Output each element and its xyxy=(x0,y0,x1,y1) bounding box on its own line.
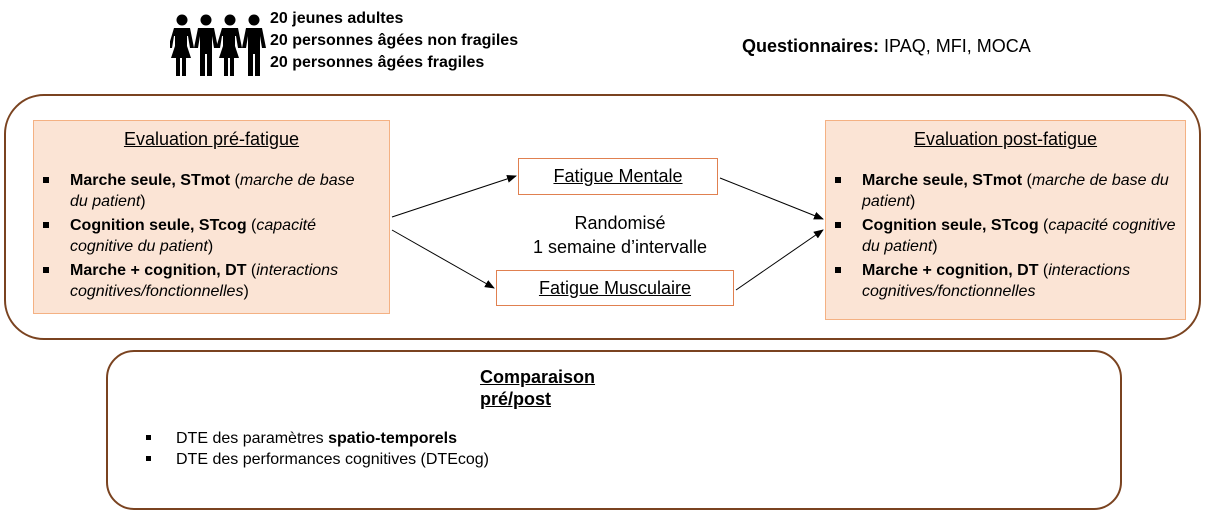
questionnaires-list: IPAQ, MFI, MOCA xyxy=(884,36,1031,56)
list-item: Marche seule, STmot (marche de base du p… xyxy=(34,170,389,212)
list-item: Cognition seule, STcog (capacité cogniti… xyxy=(34,215,389,257)
post-fatigue-evaluation: Evaluation post-fatigue Marche seule, ST… xyxy=(825,120,1186,320)
comparison-item-text: DTE des paramètres xyxy=(176,430,329,447)
group-non-frail-elderly: 20 personnes âgées non fragiles xyxy=(270,32,519,49)
list-item: Marche seule, STmot (marche de base du p… xyxy=(826,170,1185,212)
bullet-icon xyxy=(835,267,841,273)
bullet-icon xyxy=(146,456,151,461)
bullet-icon xyxy=(43,222,49,228)
item-paren: ( xyxy=(1022,172,1032,189)
muscular-fatigue-box: Fatigue Musculaire xyxy=(496,270,734,306)
item-paren: ( xyxy=(246,262,257,279)
item-bold: Cognition seule, STcog xyxy=(70,217,247,234)
item-paren-close: ) xyxy=(243,283,249,300)
arrow-pre-to-muscular xyxy=(391,229,495,289)
pre-fatigue-title: Evaluation pré-fatigue xyxy=(123,129,300,149)
item-bold: Cognition seule, STcog xyxy=(862,217,1039,234)
group-frail-elderly: 20 personnes âgées fragiles xyxy=(270,54,485,71)
post-fatigue-list: Marche seule, STmot (marche de base du p… xyxy=(826,170,1185,302)
arrow-mental-to-post xyxy=(719,177,824,220)
item-italic: capacité cognitive du patient xyxy=(862,217,1176,255)
arrow-muscular-to-post xyxy=(735,229,824,291)
randomization-line1: Randomisé xyxy=(574,213,666,233)
comparison-item-bold: spatio-temporels xyxy=(328,430,457,447)
item-bold: Marche + cognition, DT xyxy=(862,262,1039,279)
item-italic: interactions cognitives/fonctionnelles xyxy=(70,262,339,300)
comparison-title-line2: pré/post xyxy=(480,389,552,409)
item-paren: ( xyxy=(230,172,240,189)
item-italic: interactions cognitives/fonctionnelles xyxy=(862,262,1131,300)
protocol-frame xyxy=(4,94,1201,340)
bullet-icon xyxy=(146,435,151,440)
comparison-title: Comparaison pré/post xyxy=(480,366,700,410)
randomization-note: Randomisé 1 semaine d’intervalle xyxy=(470,211,770,259)
people-group-icon xyxy=(170,14,266,76)
flow-arrows xyxy=(391,175,824,291)
item-italic: marche de base du patient xyxy=(70,172,355,210)
comparison-title-line1: Comparaison xyxy=(480,367,596,387)
post-fatigue-title: Evaluation post-fatigue xyxy=(913,129,1098,149)
item-paren-close: ) xyxy=(910,193,916,210)
item-paren-close: ) xyxy=(207,238,214,255)
item-paren: ( xyxy=(1038,217,1049,234)
group-young-adults: 20 jeunes adultes xyxy=(270,10,404,27)
item-paren: ( xyxy=(246,217,257,234)
item-bold: Marche seule, STmot xyxy=(70,172,231,189)
arrow-pre-to-mental xyxy=(391,175,517,218)
pre-fatigue-evaluation: Evaluation pré-fatigue Marche seule, STm… xyxy=(33,120,390,314)
comparison-list: DTE des paramètres spatio-temporels DTE … xyxy=(140,428,489,470)
item-bold: Marche + cognition, DT xyxy=(70,262,247,279)
bullet-icon xyxy=(835,222,841,228)
bullet-icon xyxy=(43,177,49,183)
item-italic: capacité cognitive du patient xyxy=(70,217,316,255)
item-paren-close: ) xyxy=(932,238,938,255)
participant-groups: 20 jeunes adultes 20 personnes âgées non… xyxy=(270,8,518,74)
pre-fatigue-list: Marche seule, STmot (marche de base du p… xyxy=(34,170,389,302)
list-item: DTE des paramètres spatio-temporels xyxy=(140,428,489,449)
item-italic: marche de base du patient xyxy=(862,172,1169,210)
item-paren-close: ) xyxy=(140,193,146,210)
list-item: DTE des performances cognitives (DTEcog) xyxy=(140,449,489,470)
list-item: Marche + cognition, DT (interactions cog… xyxy=(34,260,389,302)
questionnaires-label: Questionnaires: xyxy=(742,36,880,56)
comparison-item-text: DTE des performances cognitives (DTEcog) xyxy=(176,451,489,468)
list-item: Cognition seule, STcog (capacité cogniti… xyxy=(826,215,1185,257)
item-paren: ( xyxy=(1038,262,1049,279)
mental-fatigue-box: Fatigue Mentale xyxy=(518,158,718,195)
list-item: Marche + cognition, DT (interactions cog… xyxy=(826,260,1185,302)
item-bold: Marche seule, STmot xyxy=(862,172,1023,189)
bullet-icon xyxy=(43,267,49,273)
questionnaires: Questionnaires: IPAQ, MFI, MOCA xyxy=(742,36,1031,57)
randomization-line2: 1 semaine d’intervalle xyxy=(532,237,708,257)
bullet-icon xyxy=(835,177,841,183)
